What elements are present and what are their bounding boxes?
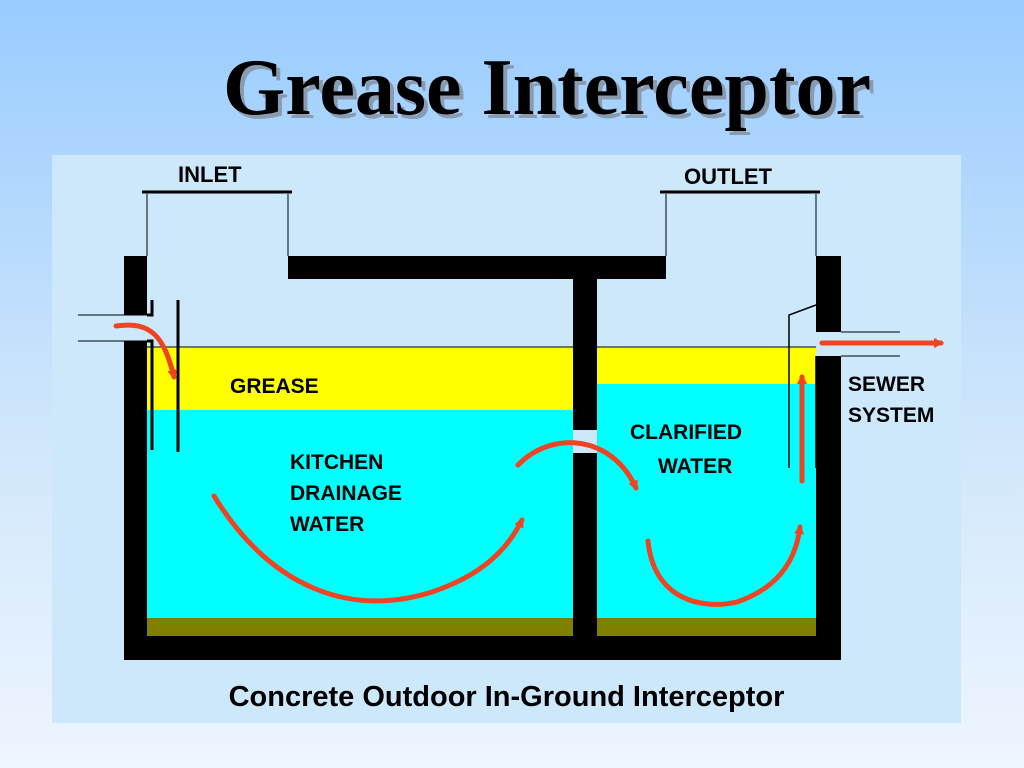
baffle-wall-lower [573,453,597,636]
grease-layer-left [147,347,573,410]
grease-layer-right [597,347,816,384]
outlet-opening [666,256,816,279]
baffle-wall-upper [573,279,597,430]
tank-left-wall [124,256,147,660]
kitchen-water-fill [147,410,573,618]
sewer-label-line1: SEWER [848,373,926,396]
diagram-caption: Concrete Outdoor In-Ground Interceptor [228,681,785,713]
clarified-water-fill [597,384,816,618]
kitchen-label-line3: WATER [290,513,365,536]
baffle-flow-arrow [515,440,639,491]
outlet-tee [788,304,817,468]
inlet-opening [147,256,288,279]
page-title: Grease Interceptor [223,44,871,132]
inlet-label: INLET [178,162,242,187]
sediment-layer-right [597,618,816,636]
inlet-flow-arrow [113,322,178,380]
tank-right-wall [816,256,841,660]
tank-bottom-wall [124,636,841,660]
sediment-layer-left [147,618,573,636]
clarified-label-line2: WATER [658,455,733,478]
kitchen-label-line2: DRAINAGE [290,482,403,505]
tank-top-wall [124,256,841,279]
kitchen-flow-arrow [211,493,525,604]
interceptor-diagram [78,190,944,660]
clarified-flow-arrow [645,524,805,607]
sewer-label-line2: SYSTEM [848,404,935,427]
outlet-label: OUTLET [684,164,772,189]
clarified-label-line1: CLARIFIED [630,421,742,444]
inlet-elbow [147,300,154,450]
kitchen-label-line1: KITCHEN [290,451,384,474]
grease-label: GREASE [230,375,319,398]
